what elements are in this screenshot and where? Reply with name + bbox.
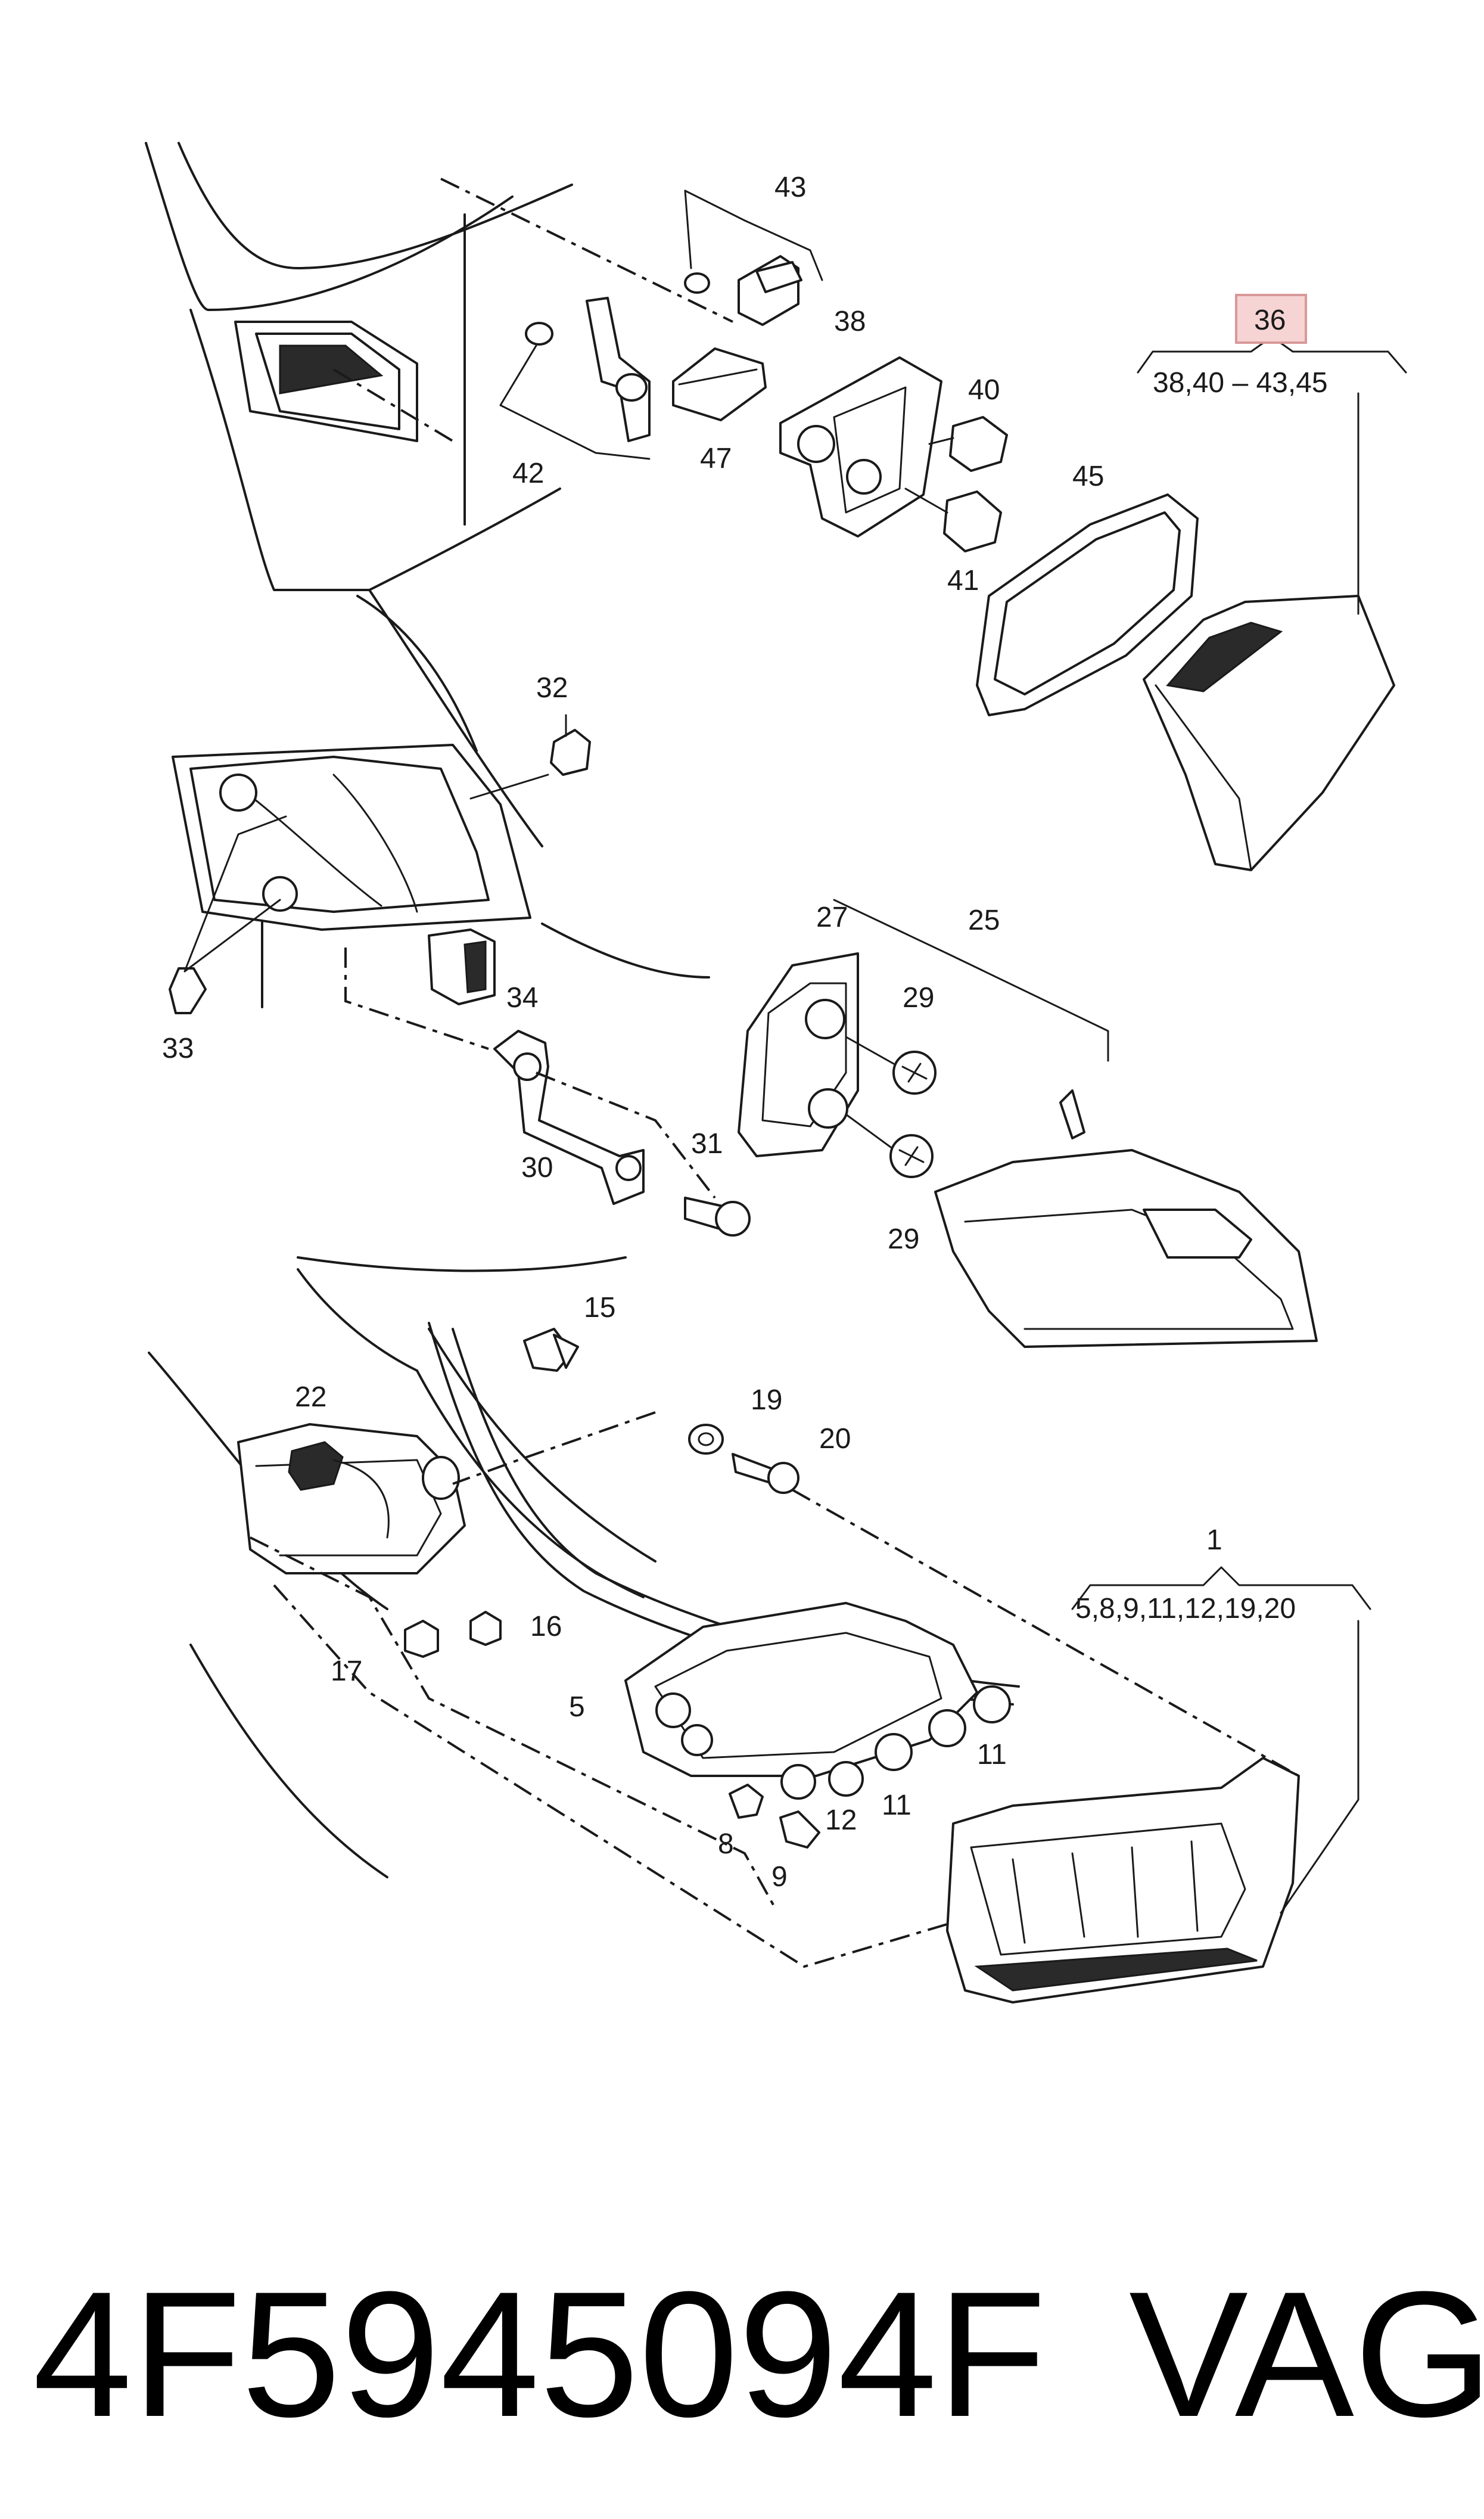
part-22-housing [237, 1423, 466, 1574]
label-11b: 11 [882, 1790, 911, 1821]
footer-brand: VAG [1129, 2254, 1484, 2454]
label-43: 43 [774, 172, 806, 203]
label-30: 30 [521, 1152, 553, 1184]
leader-dashed-top-2 [332, 368, 454, 442]
leader-dashed-bot-3 [250, 1536, 776, 1908]
label-1-sub: 5,8,9,11,12,19,20 [1075, 1593, 1296, 1625]
label-17: 17 [331, 1655, 362, 1687]
label-20: 20 [819, 1423, 851, 1455]
part-33-housing-inner [172, 744, 531, 931]
leader-dashed-top-1 [440, 178, 733, 323]
car-body-top [145, 142, 573, 752]
leader-1 [1280, 1620, 1359, 1914]
part-19-nut [688, 1424, 724, 1455]
part-29-bulb-a [845, 1036, 937, 1095]
label-40: 40 [968, 374, 1000, 406]
label-36-sub: 38,40 – 43,45 [1153, 367, 1328, 399]
leader-dashed-mid-1 [344, 948, 489, 1050]
label-25: 25 [968, 905, 1000, 936]
part-40-bulb [928, 416, 1008, 472]
car-body-middle [261, 589, 710, 1008]
label-16: 16 [530, 1611, 562, 1642]
part-5-lamp-carrier [624, 1602, 978, 1777]
part-20-bolt [732, 1453, 799, 1494]
part-8-bulb [729, 1784, 764, 1819]
label-45: 45 [1072, 461, 1104, 492]
label-1: 1 [1206, 1524, 1222, 1556]
label-19: 19 [751, 1384, 782, 1416]
label-42: 42 [512, 458, 544, 489]
part-42-bracket [499, 297, 651, 460]
label-27: 27 [816, 902, 848, 933]
part-45-seal [976, 493, 1199, 716]
part-25-inner-light [934, 1089, 1318, 1348]
label-41: 41 [947, 565, 979, 597]
label-9: 9 [771, 1861, 788, 1893]
label-22: 22 [295, 1381, 326, 1413]
part-31-screw [684, 1197, 751, 1237]
leader-dashed-bot-1 [452, 1411, 656, 1485]
part-32-bolt [469, 714, 591, 800]
label-31: 31 [691, 1128, 723, 1160]
part-9-bulb [779, 1810, 820, 1849]
label-32: 32 [536, 672, 568, 704]
part-11-bulb-4 [828, 1761, 864, 1797]
part-27-lamp-carrier [738, 952, 859, 1157]
label-11a: 11 [977, 1739, 1007, 1771]
part-17-nut [404, 1620, 439, 1658]
label-47: 47 [700, 443, 732, 474]
rear-light-housing-cavity [234, 321, 418, 442]
part-12-bulb [780, 1764, 816, 1800]
bracket-1 [1071, 1566, 1371, 1610]
part-22-connector [288, 1441, 390, 1539]
label-29b: 29 [888, 1223, 919, 1255]
part-11-bulb-3 [875, 1733, 913, 1771]
part-15-pin [523, 1328, 579, 1372]
label-8: 8 [718, 1828, 734, 1860]
part-47-plug [672, 347, 767, 421]
label-29a: 29 [903, 982, 934, 1014]
label-36: 36 [1254, 305, 1286, 336]
label-5: 5 [569, 1691, 585, 1723]
part-1-tail-light [946, 1757, 1300, 2004]
label-38: 38 [834, 306, 866, 337]
footer-part-number: 4F5945094F [33, 2254, 1047, 2454]
part-30-bracket [493, 1030, 645, 1205]
leader-dashed-mid-2 [536, 1071, 716, 1199]
label-12: 12 [825, 1804, 857, 1836]
bracket-25 [833, 899, 1109, 1062]
part-11-bulb-1 [973, 1685, 1011, 1723]
part-38-bulb-carrier [779, 356, 942, 538]
part-43-connector [684, 190, 823, 326]
label-34: 34 [506, 982, 538, 1014]
part-36-rear-light [1143, 595, 1395, 871]
part-41-bulb [904, 487, 1002, 552]
label-36-highlight [1235, 294, 1307, 344]
part-16-nut [469, 1611, 502, 1646]
leader-dashed-bot-2 [792, 1489, 1299, 1777]
label-15: 15 [584, 1292, 615, 1324]
leader-dashed-bot-4 [273, 1584, 966, 1968]
part-34-connector [428, 928, 496, 1005]
part-11-bulb-2 [928, 1709, 966, 1747]
part-33-clip [169, 815, 287, 1014]
label-33: 33 [162, 1033, 194, 1064]
part-29-bulb-b [845, 1113, 934, 1178]
